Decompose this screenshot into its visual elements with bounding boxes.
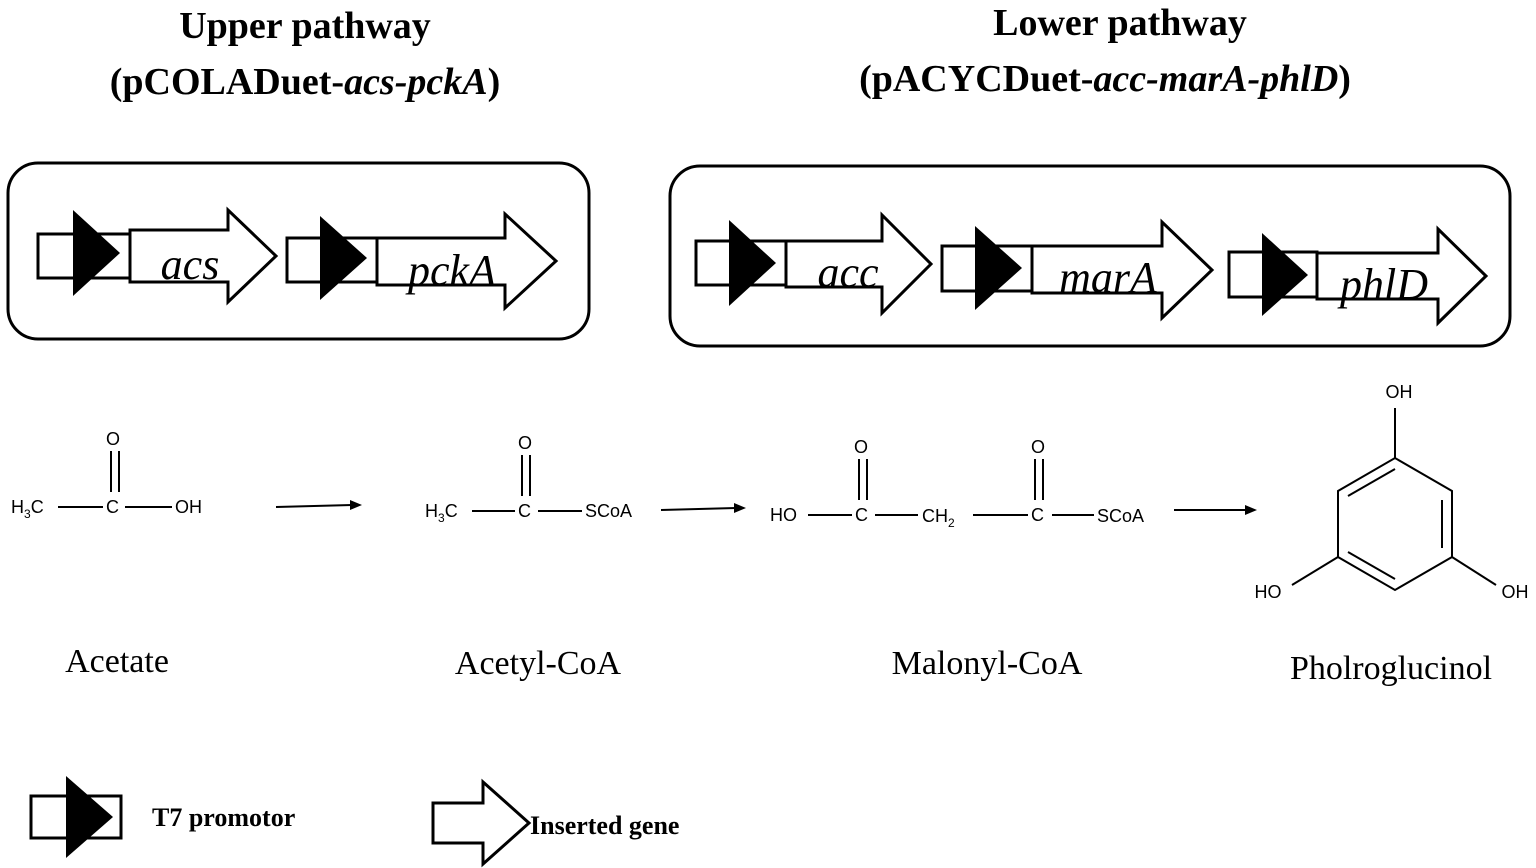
gene-arrow [128,206,279,306]
acetylcoa-scoa-label: SCoA [585,501,632,521]
malonylcoa-oxygen2-label: O [1031,437,1045,457]
lower-operon-box: acc marA phlD [668,164,1512,348]
lower-plasmid-suffix: ) [1338,58,1351,100]
bond [1291,556,1339,586]
acetate-oxygen-label: O [106,429,120,449]
malonylcoa-carbon2-label: C [1031,505,1044,525]
upper-plasmid-prefix: (pCOLADuet- [110,61,344,103]
arrow-head-icon [350,500,362,510]
lower-pathway-heading: Lower pathway [993,2,1247,44]
promoter-triangle-icon [975,226,1022,310]
upper-plasmid-suffix: ) [488,61,501,103]
legend-promoter-label: T7 promotor [152,803,295,832]
gene-arrow [784,211,934,317]
benzene-ring [1337,456,1453,592]
gene-label-pckA: pckA [405,246,497,295]
acetylcoa-oxygen-label: O [518,433,532,453]
acetylcoa-carbon-label: C [518,501,531,521]
compound-name-malonyl-coa: Malonyl-CoA [892,645,1083,682]
acetate-carbon-label: C [106,497,119,517]
gene-arrow [375,210,559,312]
acetate-structure: H3C C O OH [11,429,202,521]
upper-pathway-heading: Upper pathway [179,5,431,47]
reaction-arrow-2 [660,503,746,513]
cassette-acs: acs [36,206,279,306]
lower-plasmid-prefix: (pACYCDuet- [859,58,1093,100]
legend-gene: Inserted gene [431,778,679,868]
compound-name-acetate: Acetate [65,643,169,680]
lower-plasmid-label: (pACYCDuet-acc-marA-phlD) [859,58,1351,100]
malonylcoa-carbon1-label: C [855,505,868,525]
lower-plasmid-genes: acc-marA-phlD [1093,58,1338,100]
compound-name-acetyl-coa: Acetyl-CoA [455,645,622,682]
upper-pathway-title: Upper pathway (pCOLADuet-acs-pckA) [110,5,501,103]
gene-label-phlD: phlD [1337,260,1428,309]
malonylcoa-ho-label: HO [770,505,797,525]
malonylcoa-ch2-label: CH2 [922,506,955,530]
promoter-triangle-icon [66,776,113,858]
upper-operon-box: acs pckA [6,161,591,341]
acetyl-coa-structure: H3C C O SCoA [425,433,632,525]
bond [1451,556,1497,586]
cassette-pckA: pckA [285,210,559,312]
reaction-arrow-1 [275,500,362,510]
gene-label-acs: acs [161,240,220,289]
upper-plasmid-label: (pCOLADuet-acs-pckA) [110,61,501,103]
phloroglucinol-structure: OH HO OH [1255,382,1529,602]
malonylcoa-oxygen1-label: O [854,437,868,457]
malonyl-coa-structure: HO C O CH2 C O SCoA [770,437,1144,530]
promoter-triangle-icon [320,216,367,300]
cassette-acc: acc [694,211,934,317]
promoter-triangle-icon [73,210,120,296]
gene-arrow [1030,218,1215,322]
cassette-phlD: phlD [1227,225,1489,327]
legend-gene-label: Inserted gene [530,811,679,840]
arrow-shaft [275,504,353,508]
phloroglucinol-oh-right: OH [1502,582,1529,602]
acetylcoa-methyl-label: H3C [425,501,458,525]
gene-arrow-icon [431,778,532,868]
gene-label-marA: marA [1059,253,1158,302]
malonylcoa-scoa-label: SCoA [1097,506,1144,526]
cassette-marA: marA [940,218,1215,322]
promoter-triangle-icon [729,220,776,306]
arrow-head-icon [734,503,746,513]
arrow-head-icon [1245,505,1257,515]
acetate-methyl-label: H3C [11,497,44,521]
gene-arrow [1315,225,1489,327]
promoter-triangle-icon [1262,233,1308,316]
acetate-hydroxyl-label: OH [175,497,202,517]
compound-name-phloroglucinol: Pholroglucinol [1290,650,1492,687]
upper-plasmid-genes: acs-pckA [344,61,488,103]
arrow-shaft [660,507,737,511]
legend: T7 promotor Inserted gene [29,776,679,868]
phloroglucinol-oh-top: OH [1386,382,1413,402]
gene-label-acc: acc [817,248,879,297]
phloroglucinol-oh-left: HO [1255,582,1282,602]
reaction-arrow-3 [1174,505,1257,515]
lower-pathway-title: Lower pathway (pACYCDuet-acc-marA-phlD) [859,2,1351,100]
aromatic-bond [1347,551,1396,580]
legend-promoter: T7 promotor [29,776,295,858]
aromatic-bond [1347,468,1396,497]
